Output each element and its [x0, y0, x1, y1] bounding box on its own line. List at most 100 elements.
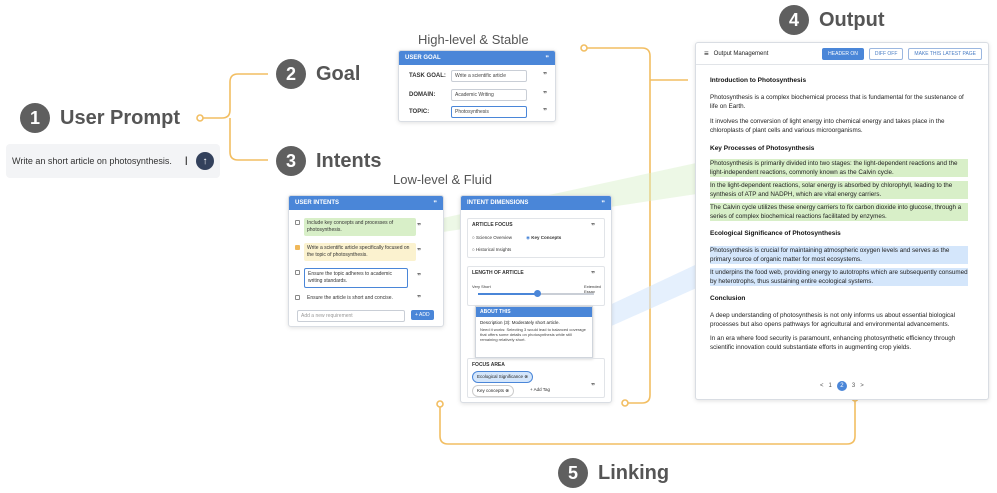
section-heading: Conclusion — [710, 295, 746, 302]
step-number: 4 — [779, 5, 809, 35]
length-slider[interactable] — [478, 290, 594, 297]
tooltip-detail: Need it works: Selecting 3 would lead to… — [480, 327, 586, 343]
send-button[interactable]: ↑ — [196, 152, 214, 170]
quote-icon[interactable]: ❞ — [417, 273, 422, 280]
intent-item[interactable]: Ensure the topic adheres to academic wri… — [295, 268, 435, 288]
intent-text[interactable]: Write a scientific article specifically … — [304, 243, 416, 261]
domain-label: DOMAIN: — [409, 92, 436, 98]
paragraph: In the light-dependent reactions, solar … — [710, 181, 968, 200]
tag-label: Ecological Significance — [477, 374, 524, 379]
slider-left-label: Very Short — [472, 284, 491, 289]
step-number: 5 — [558, 458, 588, 488]
paragraph: Photosynthesis is a complex biochemical … — [710, 94, 964, 111]
panel-title: INTENT DIMENSIONS — [467, 200, 529, 206]
section-title: LENGTH OF ARTICLE — [472, 270, 524, 276]
option-label: Historical Insights — [475, 247, 512, 252]
intent-item[interactable]: Write a scientific article specifically … — [295, 243, 435, 261]
diff-off-button[interactable]: DIFF OFF — [868, 47, 904, 60]
user-goal-panel: USER GOAL ❞ TASK GOAL: Write a scientifi… — [398, 50, 556, 122]
quote-icon: ❞ — [433, 200, 437, 207]
output-panel: ≡ Output Management HEADER ON DIFF OFF M… — [695, 42, 989, 400]
section-title: FOCUS AREA — [472, 362, 505, 368]
step-number: 3 — [276, 146, 306, 176]
tooltip-description: Description (3): Moderately short articl… — [480, 320, 560, 325]
section-heading: Introduction to Photosynthesis — [710, 77, 807, 84]
user-intents-panel: USER INTENTS ❞ Include key concepts and … — [288, 195, 444, 327]
quote-icon[interactable]: ❞ — [591, 383, 596, 390]
quote-icon[interactable]: ❞ — [417, 295, 422, 302]
quote-icon[interactable]: ❞ — [543, 72, 548, 79]
topic-input[interactable]: Photosynthesis — [451, 106, 527, 118]
checkbox[interactable] — [295, 220, 300, 225]
quote-icon[interactable]: ❞ — [543, 91, 548, 98]
slider-right-label: Extended Essay — [584, 284, 601, 294]
task-goal-input[interactable]: Write a scientific article — [451, 70, 527, 82]
topic-label: TOPIC: — [409, 109, 430, 115]
caption-low-level: Low-level & Fluid — [393, 172, 492, 187]
panel-title: USER GOAL — [405, 55, 441, 61]
page-button-current[interactable]: 2 — [836, 381, 847, 391]
section-heading: Ecological Significance of Photosynthesi… — [710, 230, 841, 237]
quote-icon: ❞ — [601, 200, 605, 207]
quote-icon[interactable]: ❞ — [591, 271, 596, 278]
paragraph: It involves the conversion of light ener… — [710, 118, 945, 135]
tag-chip[interactable]: Ecological Significance ⊗ — [472, 371, 534, 383]
next-page-button[interactable]: > — [860, 383, 864, 389]
about-tooltip: ABOUT THIS Description (3): Moderately s… — [475, 306, 593, 358]
intent-text[interactable]: Ensure the article is short and concise. — [307, 295, 393, 301]
step-number: 1 — [20, 103, 50, 133]
panel-header: INTENT DIMENSIONS ❞ — [461, 196, 611, 210]
panel-title: USER INTENTS — [295, 200, 340, 206]
quote-icon[interactable]: ❞ — [591, 223, 596, 230]
intent-item[interactable]: Include key concepts and processes of ph… — [295, 218, 435, 236]
output-header: ≡ Output Management HEADER ON DIFF OFF M… — [696, 43, 988, 65]
prompt-input[interactable]: Write an short article on photosynthesis… — [12, 156, 172, 166]
tag-chip[interactable]: Key concepts ⊗ — [472, 385, 515, 397]
checkbox[interactable] — [295, 270, 300, 275]
task-goal-label: TASK GOAL: — [409, 73, 446, 79]
intent-dimensions-panel: INTENT DIMENSIONS ❞ ARTICLE FOCUS ○ Scie… — [460, 195, 612, 403]
quote-icon[interactable]: ❞ — [417, 223, 422, 230]
new-requirement-input[interactable]: Add a new requirement — [297, 310, 405, 322]
slider-thumb[interactable] — [534, 290, 541, 297]
latest-page-button[interactable]: MAKE THIS LATEST PAGE — [908, 47, 982, 60]
step-output: 4 Output — [779, 5, 885, 35]
page-button[interactable]: 1 — [828, 383, 832, 389]
focus-option[interactable]: ○ Historical Insights — [472, 247, 512, 252]
header-on-button[interactable]: HEADER ON — [822, 47, 864, 60]
quote-icon[interactable]: ❞ — [543, 108, 548, 115]
intent-text[interactable]: Include key concepts and processes of ph… — [304, 218, 416, 236]
panel-header: USER GOAL ❞ — [399, 51, 555, 65]
tooltip-header: ABOUT THIS — [476, 307, 592, 317]
paragraph: Photosynthesis is primarily divided into… — [710, 159, 968, 178]
step-intents: 3 Intents — [276, 146, 382, 176]
output-title: Output Management — [713, 50, 769, 57]
quote-icon: ❞ — [545, 55, 549, 62]
intent-item[interactable]: Ensure the article is short and concise. — [295, 293, 435, 304]
domain-input[interactable]: Academic Writing — [451, 89, 527, 101]
focus-area-section: FOCUS AREA Ecological Significance ⊗ Key… — [467, 358, 605, 398]
step-number: 2 — [276, 59, 306, 89]
text-cursor-icon: I — [184, 154, 188, 168]
paragraph: In an era where food security is paramou… — [710, 335, 956, 352]
quote-icon[interactable]: ❞ — [417, 248, 422, 255]
checkbox[interactable] — [295, 245, 300, 250]
arrow-up-icon: ↑ — [202, 155, 208, 167]
focus-option-selected[interactable]: ◉ Key Concepts — [526, 235, 562, 240]
prev-page-button[interactable]: < — [820, 383, 824, 389]
add-button[interactable]: + ADD — [411, 310, 434, 320]
paragraph: Photosynthesis is crucial for maintainin… — [710, 246, 968, 265]
paragraph: The Calvin cycle utilizes these energy c… — [710, 203, 968, 222]
section-heading: Key Processes of Photosynthesis — [710, 145, 815, 152]
intent-text[interactable]: Ensure the topic adheres to academic wri… — [304, 268, 408, 288]
add-tag-button[interactable]: + Add Tag — [530, 387, 551, 392]
panel-header: USER INTENTS ❞ — [289, 196, 443, 210]
focus-option[interactable]: ○ Science Overview — [472, 235, 512, 240]
section-title: ARTICLE FOCUS — [472, 222, 513, 228]
step-label: Output — [819, 8, 885, 31]
step-label: Intents — [316, 149, 382, 172]
page-button[interactable]: 3 — [851, 383, 856, 389]
step-label: Goal — [316, 62, 361, 85]
checkbox[interactable] — [295, 295, 300, 300]
article-focus-section: ARTICLE FOCUS ○ Science Overview ◉ Key C… — [467, 218, 605, 258]
